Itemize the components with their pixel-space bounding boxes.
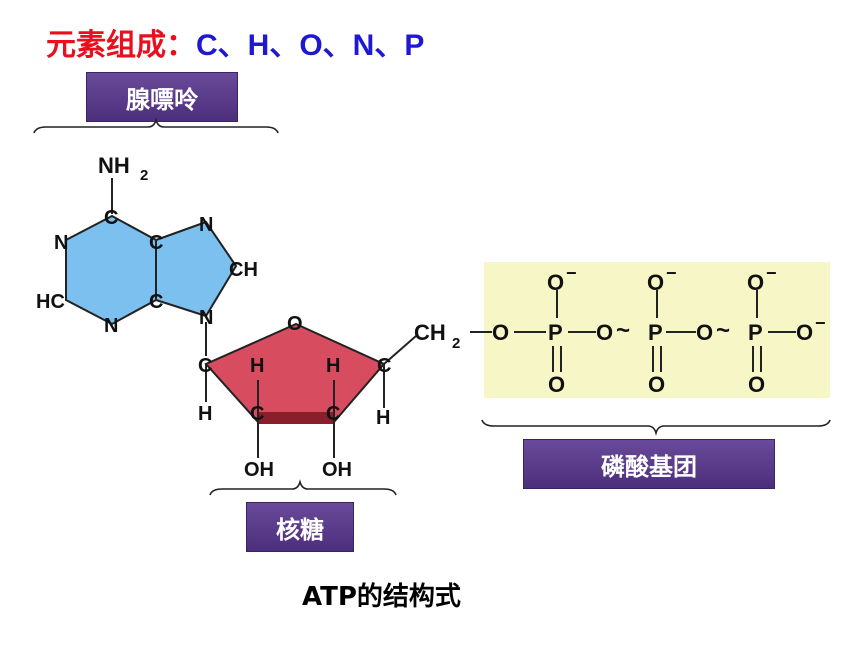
atom-h: H [198, 403, 212, 425]
atom-h: H [250, 355, 264, 377]
atom-c: C [198, 355, 212, 377]
atom-oh: OH [322, 459, 352, 481]
minus-sign: − [766, 263, 777, 283]
atom-o-minus: O [547, 270, 564, 295]
adenine-label: 腺嘌呤 [86, 72, 238, 122]
atom-c: C [377, 355, 391, 377]
atom-o: O [696, 320, 713, 345]
atom-o: O [748, 372, 765, 397]
atom-o-minus: O [796, 320, 813, 345]
atom-o: O [548, 372, 565, 397]
ribose-ring [204, 322, 386, 423]
atom-p: P [648, 320, 663, 345]
atom-ch: CH [229, 259, 258, 281]
phosphate-group-label: 磷酸基团 [523, 439, 775, 489]
atom-n: N [199, 307, 213, 329]
title-prefix: 元素组成： [46, 28, 196, 63]
minus-sign: − [666, 263, 677, 283]
atom-n: N [104, 315, 118, 337]
phosphate-highlight [484, 262, 830, 398]
atom-n: N [54, 232, 68, 254]
atom-n: N [199, 214, 213, 236]
atom-c: C [149, 291, 163, 313]
ribose-brace [209, 479, 397, 496]
adenine-brace [33, 117, 279, 134]
atom-oh: OH [244, 459, 274, 481]
minus-sign: − [815, 313, 826, 333]
atp-structure-caption: ATP的结构式 [302, 582, 461, 612]
atom-o-minus: O [647, 270, 664, 295]
atom-o: O [492, 320, 509, 345]
atom-o: O [287, 313, 303, 335]
minus-sign: − [566, 263, 577, 283]
title-elements: C、H、O、N、P [196, 29, 425, 62]
atom-p: P [548, 320, 563, 345]
adenine-six-ring [65, 214, 157, 326]
ribose-label: 核糖 [246, 502, 354, 552]
atom-c: C [250, 403, 264, 425]
atom-h: H [326, 355, 340, 377]
atom-c: C [104, 207, 118, 229]
adenine-five-ring [155, 220, 238, 318]
atom-o-minus: O [747, 270, 764, 295]
high-energy-bond: ~ [616, 317, 630, 344]
atom-p: P [748, 320, 763, 345]
atom-nh2: NH [98, 153, 130, 178]
atom-c: C [149, 232, 163, 254]
atom-o: O [648, 372, 665, 397]
high-energy-bond: ~ [716, 317, 730, 344]
atom-hc: HC [36, 291, 65, 313]
element-composition-title: 元素组成：C、H、O、N、P [46, 20, 424, 64]
atom-nh2-sub: 2 [140, 167, 148, 184]
atom-c: C [326, 403, 340, 425]
atom-h: H [376, 407, 390, 429]
atom-ch2-sub: 2 [452, 335, 460, 352]
atom-ch2: CH [414, 320, 446, 345]
atom-o: O [596, 320, 613, 345]
phosphate-brace [481, 419, 831, 436]
ribose-bottom-edge [258, 412, 334, 424]
